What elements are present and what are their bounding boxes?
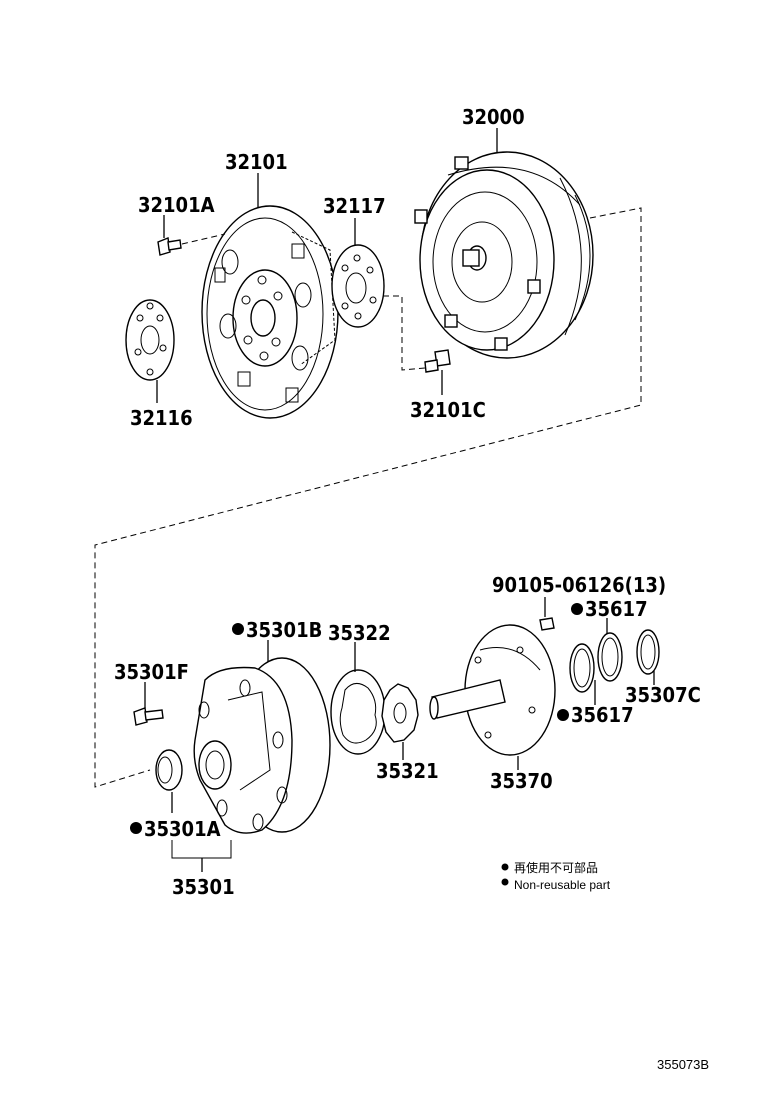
- oil-seal-35301A[interactable]: [155, 749, 183, 791]
- spacer-32116[interactable]: [125, 299, 175, 381]
- bolt-35301F[interactable]: [133, 707, 164, 726]
- torque-converter-32000[interactable]: [414, 151, 594, 359]
- legend-bullet-icon: [501, 878, 509, 886]
- label-90105-06126: 90105-06126(13): [492, 573, 666, 597]
- bolt-90105-06126[interactable]: [539, 617, 555, 631]
- label-32101C: 32101C: [410, 398, 486, 422]
- label-32116: 32116: [130, 406, 193, 430]
- seal-ring-35307C[interactable]: [636, 629, 660, 675]
- label-35301B: 35301B: [246, 618, 322, 642]
- label-35617-lower: 35617: [571, 703, 634, 727]
- legend-english: Non-reusable part: [514, 878, 611, 892]
- non-reusable-marker: [571, 603, 583, 615]
- label-32117: 32117: [323, 194, 386, 218]
- stator-shaft-35370[interactable]: [429, 624, 556, 756]
- label-32101A: 32101A: [138, 193, 215, 217]
- label-35370: 35370: [490, 769, 553, 793]
- seal-ring-35617-upper[interactable]: [597, 632, 623, 682]
- label-35301: 35301: [172, 875, 235, 899]
- label-35321: 35321: [376, 759, 439, 783]
- bolt-32101A[interactable]: [157, 237, 182, 256]
- label-32000: 32000: [462, 105, 525, 129]
- pump-body-35301B[interactable]: [193, 657, 331, 834]
- label-35307C: 35307C: [625, 683, 701, 707]
- seal-ring-35617-lower[interactable]: [569, 643, 595, 693]
- label-35617-upper: 35617: [585, 597, 648, 621]
- label-32101: 32101: [225, 150, 288, 174]
- label-35301A: 35301A: [144, 817, 221, 841]
- drive-gear-35321[interactable]: [381, 683, 419, 743]
- legend: 再使用不可部品 Non-reusable part: [501, 860, 611, 892]
- legend-japanese: 再使用不可部品: [514, 860, 598, 875]
- label-35301F: 35301F: [114, 660, 189, 684]
- plate-32117[interactable]: [331, 244, 385, 328]
- non-reusable-marker: [232, 623, 244, 635]
- non-reusable-marker: [130, 822, 142, 834]
- reference-code: 355073B: [657, 1057, 709, 1072]
- legend-bullet-icon: [501, 863, 509, 871]
- driven-gear-35322[interactable]: [330, 669, 386, 755]
- non-reusable-marker: [557, 709, 569, 721]
- label-35322: 35322: [328, 621, 391, 645]
- drive-plate-32101[interactable]: [201, 205, 339, 419]
- bolt-32101C[interactable]: [424, 349, 451, 373]
